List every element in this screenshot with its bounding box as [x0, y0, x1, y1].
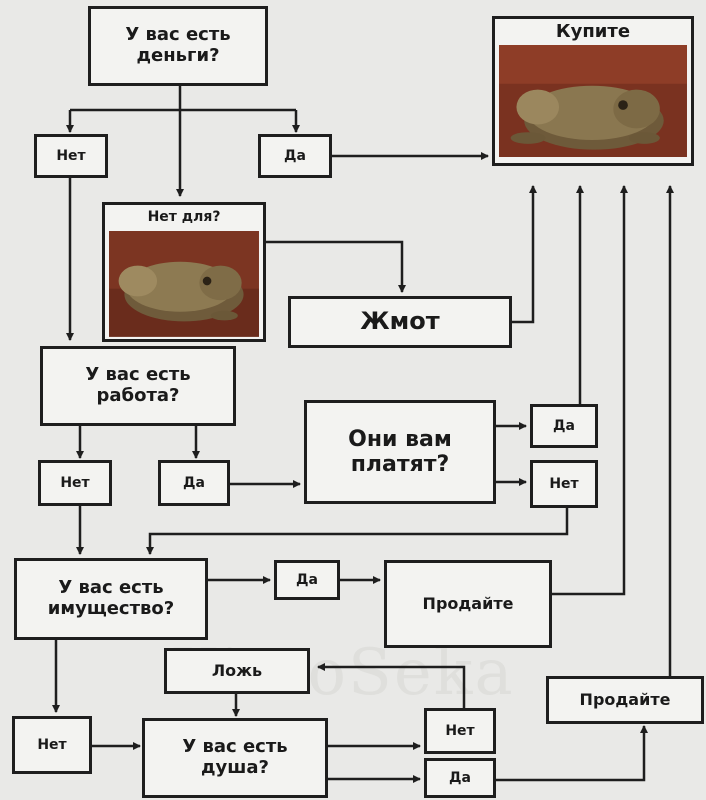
node-lie: Ложь [164, 648, 310, 694]
toad-photo [109, 231, 259, 337]
node-they-pay: Они вам платят? [304, 400, 496, 504]
node-yes-1: Да [258, 134, 332, 178]
toad-photo [499, 45, 687, 158]
node-have-job: У вас есть работа? [40, 346, 236, 426]
node-have-property: У вас есть имущество? [14, 558, 208, 640]
node-yes-4: Да [274, 560, 340, 600]
node-yes-3: Да [530, 404, 598, 448]
node-stingy: Жмот [288, 296, 512, 348]
node-sell-2: Продайте [546, 676, 704, 724]
node-no-1: Нет [34, 134, 108, 178]
node-no-5: Нет [424, 708, 496, 754]
node-no-3: Нет [530, 460, 598, 508]
node-no-4: Нет [12, 716, 92, 774]
node-no-for-label: Нет для? [147, 209, 221, 225]
node-no-for: Нет для? [102, 202, 266, 342]
node-have-soul: У вас есть душа? [142, 718, 328, 798]
node-buy-label: Купите [555, 21, 631, 42]
node-have-money: У вас есть деньги? [88, 6, 268, 86]
node-sell-1: Продайте [384, 560, 552, 648]
node-no-2: Нет [38, 460, 112, 506]
node-yes-5: Да [424, 758, 496, 798]
node-yes-2: Да [158, 460, 230, 506]
node-buy: Купите [492, 16, 694, 166]
